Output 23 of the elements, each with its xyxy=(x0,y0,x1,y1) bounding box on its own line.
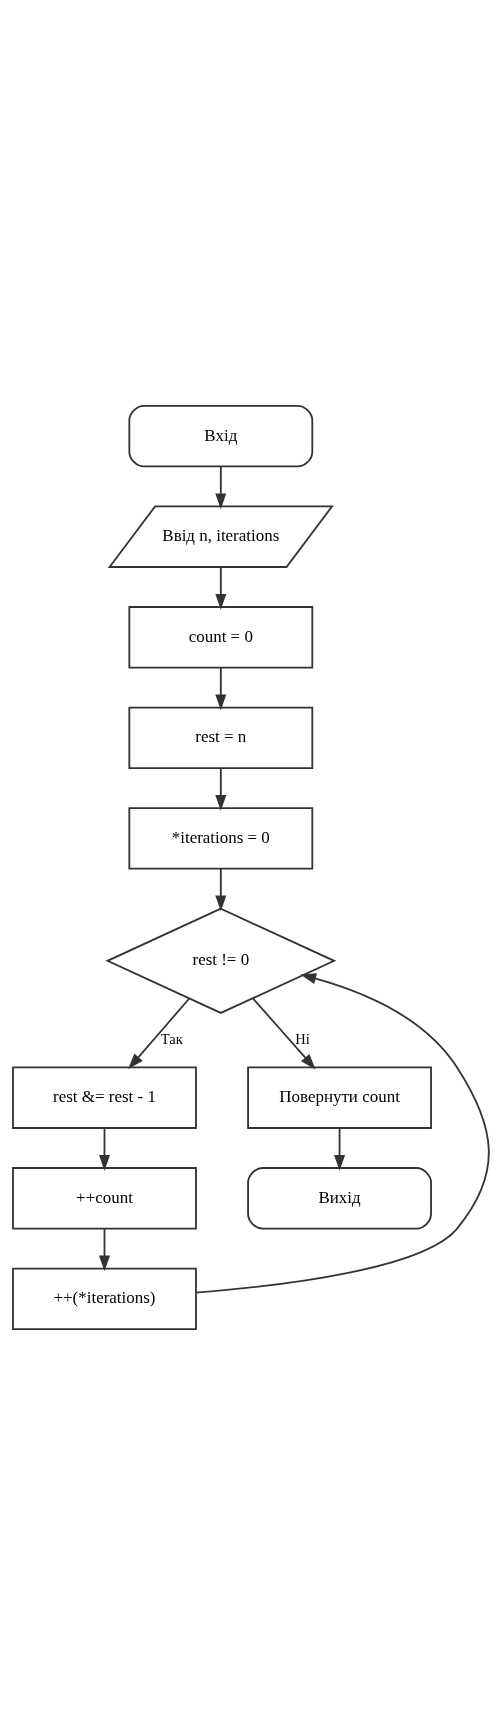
arrow xyxy=(215,465,227,509)
node-box: rest &= rest - 1 xyxy=(12,1066,197,1129)
node-box: Вихід xyxy=(247,1166,432,1229)
node-box: Вхід xyxy=(128,404,314,467)
arrow xyxy=(195,972,490,1293)
arrow xyxy=(215,666,227,710)
arrow xyxy=(128,997,190,1069)
arrow xyxy=(215,767,227,811)
arrow xyxy=(334,1126,346,1171)
node-box: *iterations = 0 xyxy=(128,806,314,870)
node-box: ++count xyxy=(12,1166,197,1229)
node-diamond: rest != 0 xyxy=(105,907,337,1014)
arrow xyxy=(215,565,227,610)
arrow xyxy=(252,997,316,1069)
arrow xyxy=(215,867,227,911)
node-box: ++(*iterations) xyxy=(12,1267,197,1330)
node-box: Повернути count xyxy=(247,1066,432,1129)
arrow xyxy=(98,1227,111,1271)
edge-label: Так xyxy=(160,1030,183,1047)
node-box: count = 0 xyxy=(128,605,314,668)
node-box: rest = n xyxy=(128,706,314,769)
edge-label: Ні xyxy=(295,1030,310,1047)
arrow xyxy=(98,1126,111,1171)
